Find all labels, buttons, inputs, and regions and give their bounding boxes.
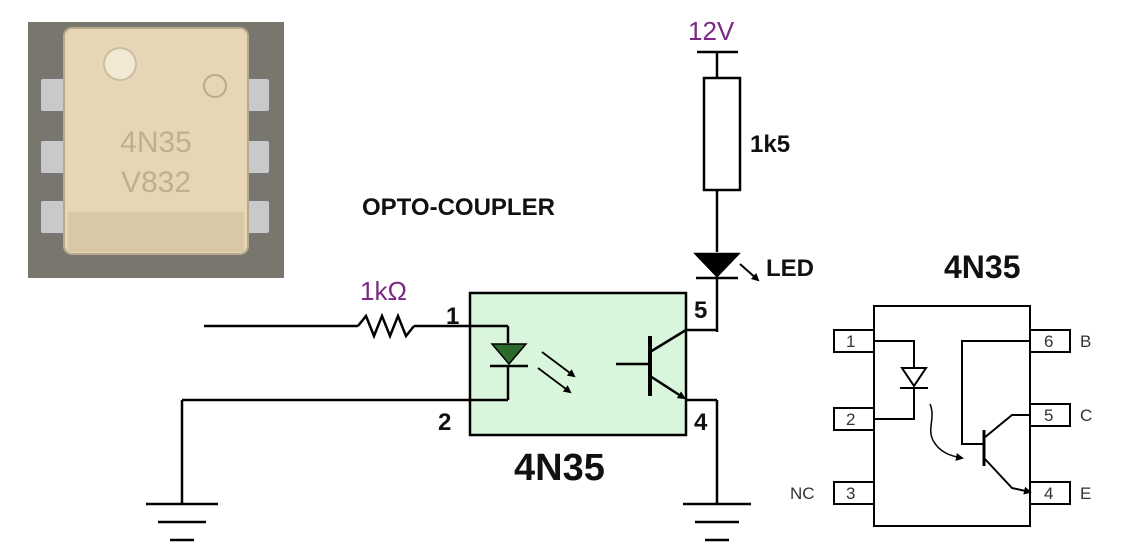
load-resistor-label: 1k5 [750,131,790,158]
pinout-pin-5-number: 5 [1044,406,1053,425]
chip-marking-line1: 4N35 [120,126,192,159]
pinout-pin-3 [833,481,875,505]
pin-4-label: 4 [694,409,708,436]
chip-photo: 4N35 V832 [28,22,284,278]
pinout-cathode-wire [874,388,915,420]
led-emission-arrow [739,263,760,282]
chip-body [63,27,249,255]
pinout-pin-4-name: E [1080,484,1091,503]
load-resistor [702,76,742,192]
pinout-pin-2-number: 2 [846,410,855,429]
pinout-light-arrow [929,403,964,461]
pinout-pin-4-number: 4 [1044,484,1053,503]
transistor-collector [649,328,687,354]
pinout-pin-6-name: B [1080,332,1091,351]
light-arrow-2 [537,367,572,394]
ic-box [468,291,688,437]
pinout-pin-3-number: 3 [846,484,855,503]
transistor-emitter [649,374,686,400]
pinout-diode [900,367,928,388]
pinout-pin-3-name: NC [790,484,815,503]
pinout-collector [983,414,1030,439]
ir-diode [490,343,528,366]
pinout-diagram [833,305,1071,527]
pinout-package [873,305,1031,527]
supply-label: 12V [688,16,735,46]
ic-label: 4N35 [514,447,605,489]
light-arrow-1 [541,351,576,378]
led-label: LED [766,255,814,282]
pinout-base-wire [961,340,1030,445]
input-resistor [357,312,415,340]
pin-2-label: 2 [438,409,451,436]
pinout-emitter [983,457,1032,495]
schematic [146,50,760,542]
schematic-title: OPTO-COUPLER [362,194,555,221]
pinout-anode-wire [874,340,915,368]
chip-marking-line2: V832 [121,166,191,199]
led-symbol [693,252,741,278]
input-resistor-label: 1kΩ [360,276,407,306]
pin-1-label: 1 [446,303,459,330]
pinout-title: 4N35 [944,249,1021,285]
pin-5-label: 5 [694,297,707,324]
pin1-dot [103,47,137,81]
pinout-pin-1-number: 1 [846,332,855,351]
pinout-pin-6-number: 6 [1044,332,1053,351]
manufacturer-logo [203,74,227,98]
pinout-pin-5-name: C [1080,406,1092,425]
